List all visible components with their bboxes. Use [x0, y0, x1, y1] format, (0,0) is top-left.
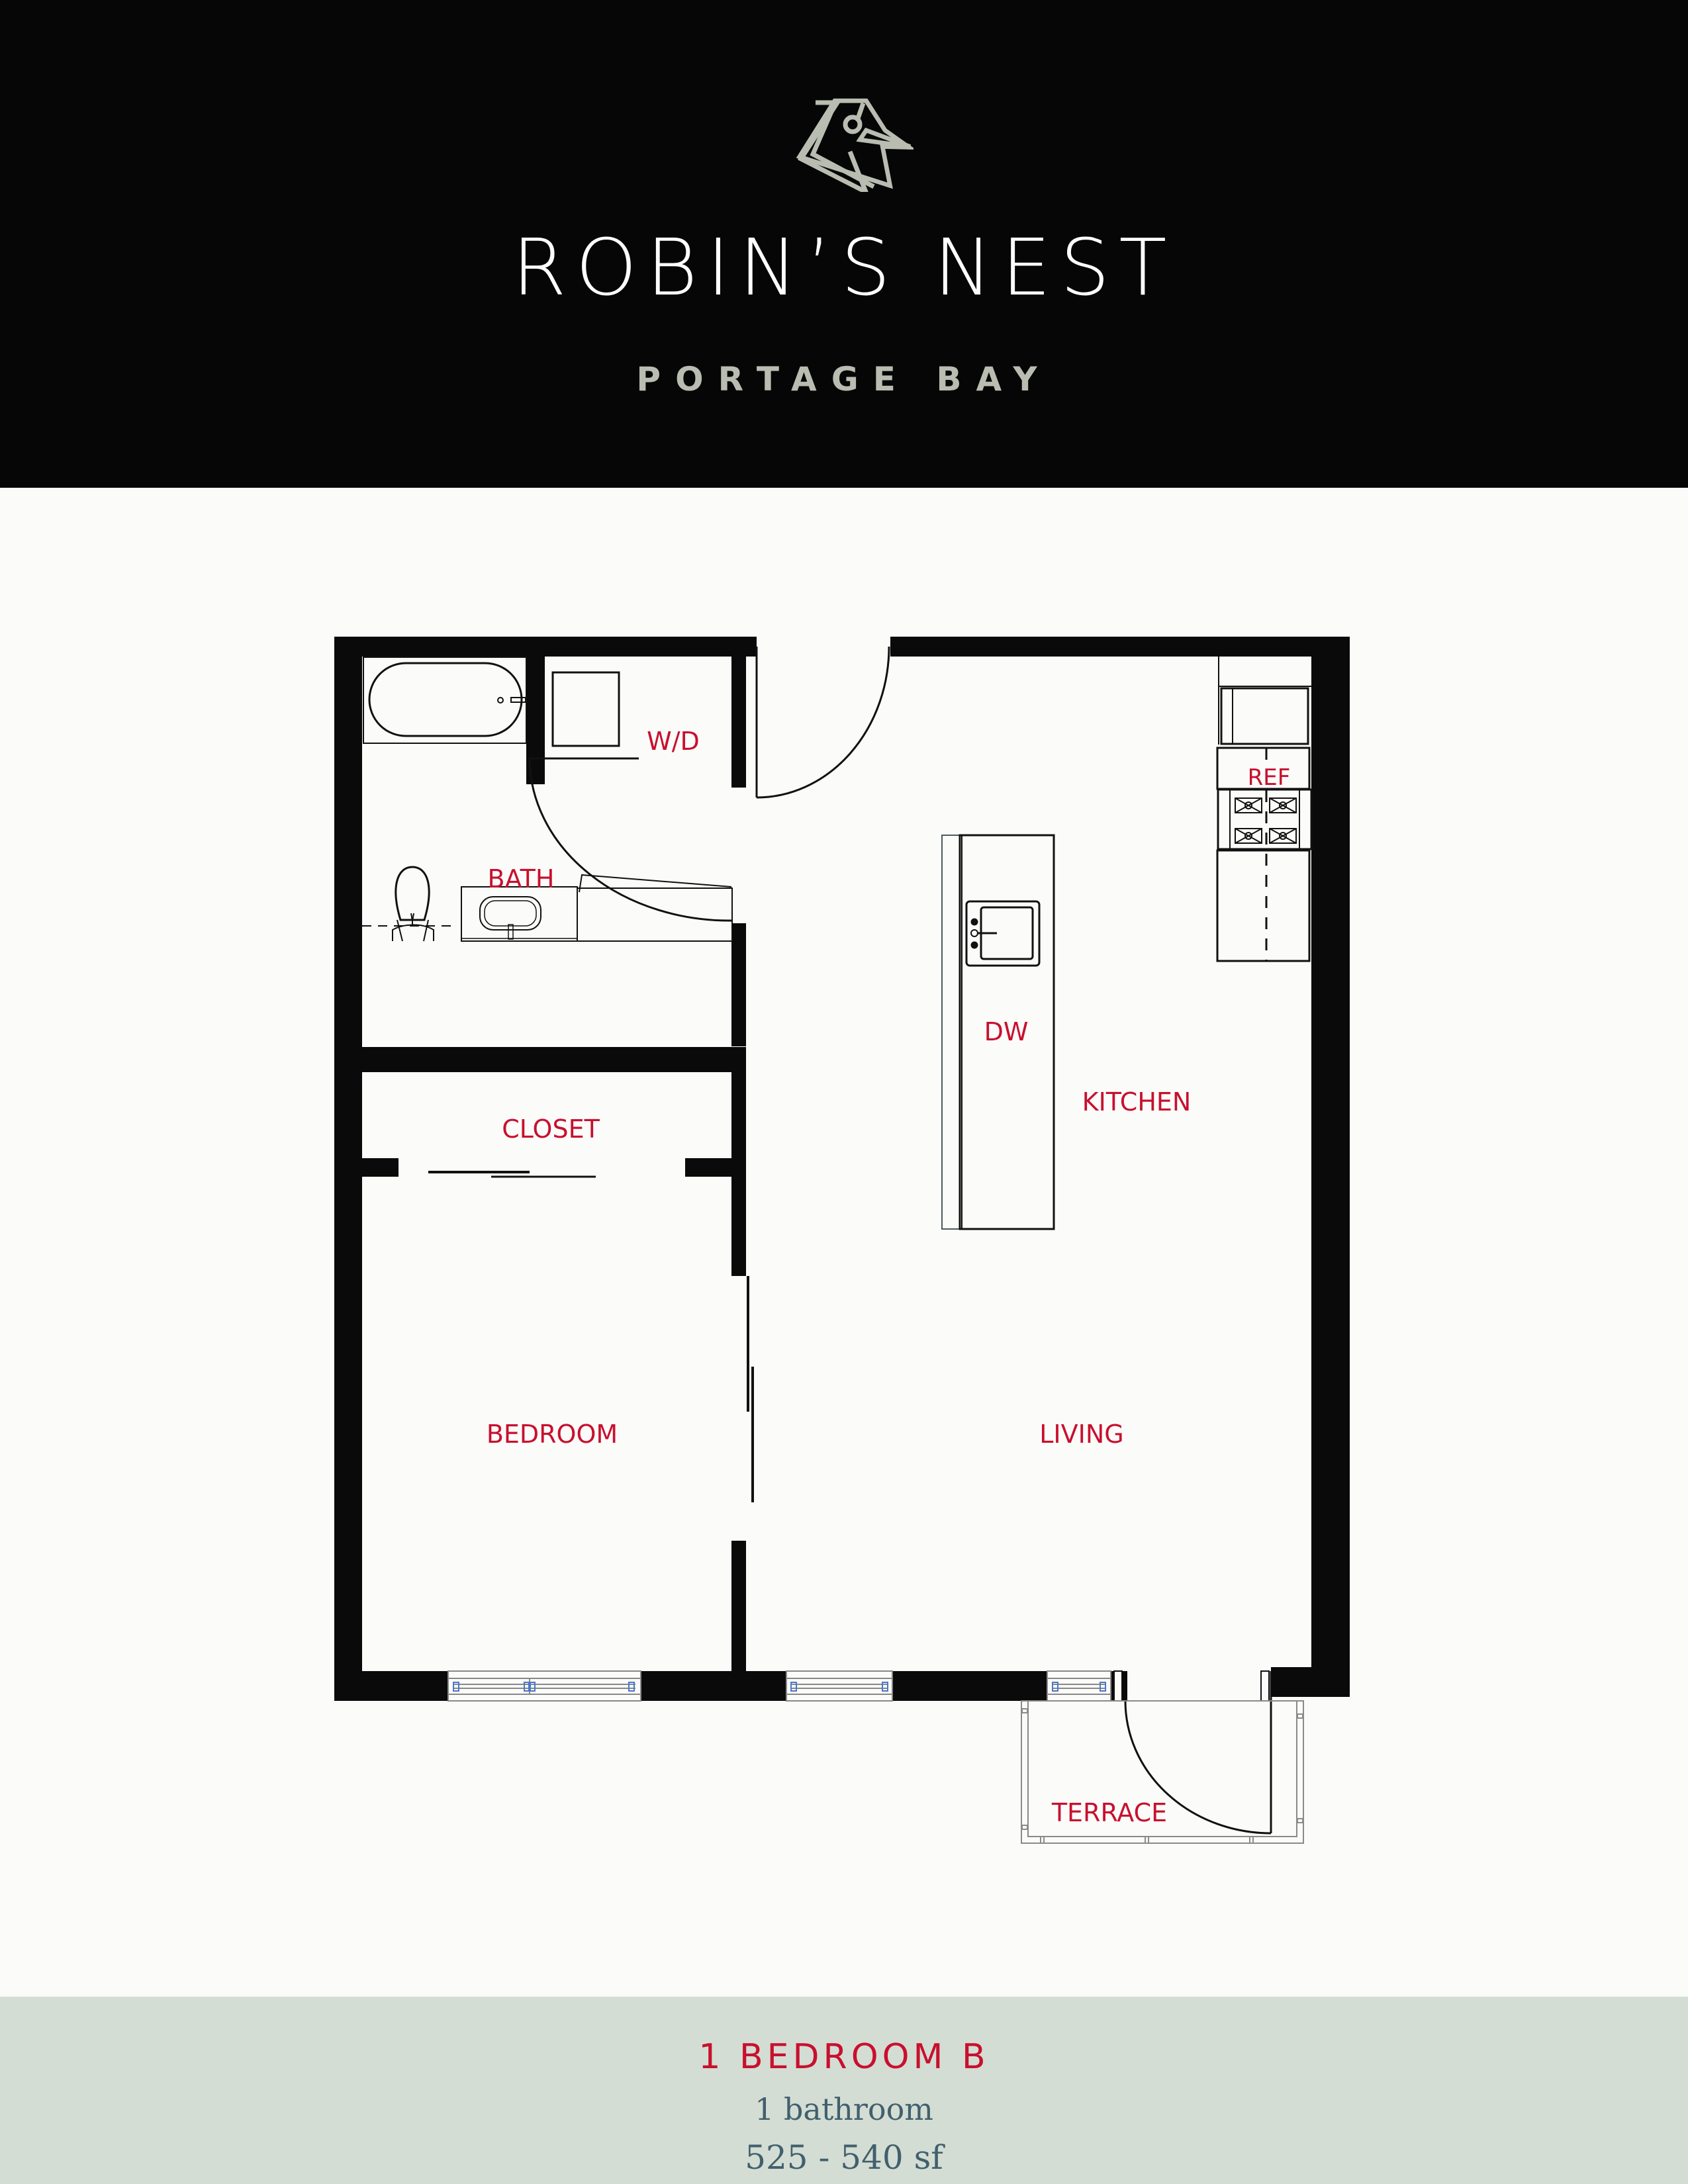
- unit-info-band: 1 BEDROOM B 1 bathroom 525 - 540 sf: [0, 1997, 1688, 2184]
- robin-bird-icon: [796, 98, 914, 192]
- room-label-bedroom: BEDROOM: [487, 1420, 618, 1449]
- room-label-living: LIVING: [1039, 1420, 1123, 1449]
- windows: [447, 1670, 1111, 1702]
- fixtures: [362, 646, 1313, 1835]
- terrace-railing: [1021, 1700, 1304, 1844]
- header-banner: ROBIN’S NEST PORTAGE BAY: [0, 0, 1688, 488]
- walls: [334, 637, 1350, 1701]
- unit-name: 1 BEDROOM B: [698, 2037, 990, 2077]
- room-label-ref: REF: [1248, 764, 1291, 791]
- page-title: ROBIN’S NEST: [512, 222, 1176, 313]
- room-label-kitchen: KITCHEN: [1082, 1087, 1192, 1116]
- room-label-terrace: TERRACE: [1051, 1798, 1167, 1827]
- room-label-dw: DW: [984, 1017, 1029, 1046]
- square-footage: 525 - 540 sf: [745, 2138, 943, 2177]
- room-label-closet: CLOSET: [502, 1115, 600, 1144]
- bathroom-count: 1 bathroom: [755, 2091, 933, 2127]
- room-label-bath: BATH: [488, 864, 555, 893]
- room-label-wd: W/D: [647, 727, 700, 756]
- location-subtitle: PORTAGE BAY: [636, 360, 1052, 398]
